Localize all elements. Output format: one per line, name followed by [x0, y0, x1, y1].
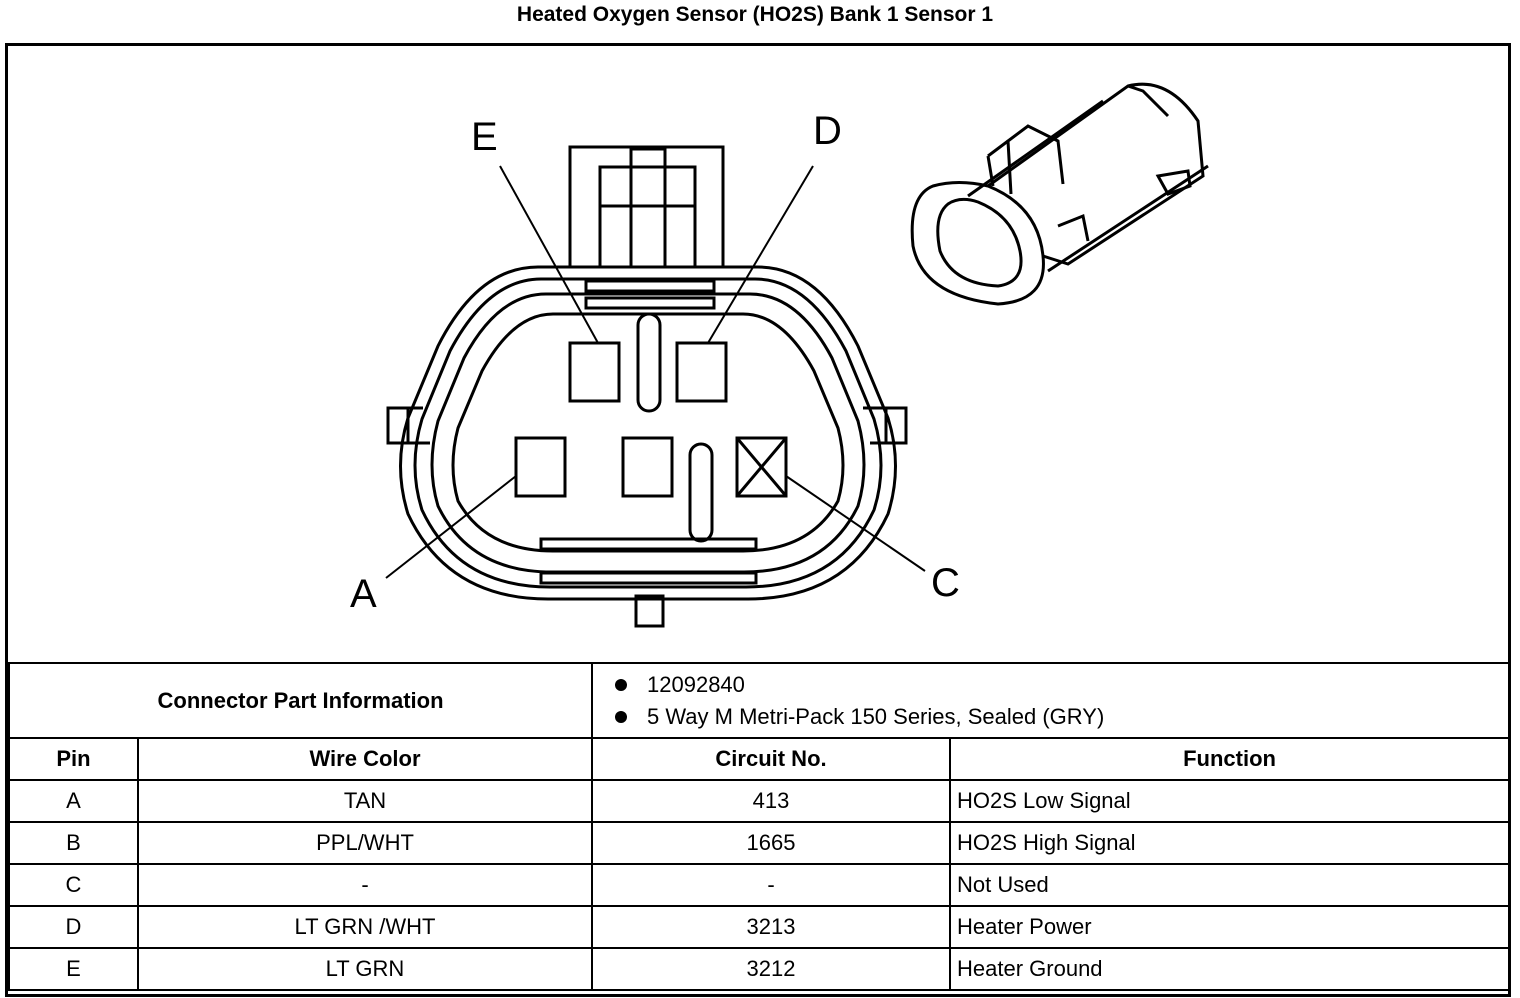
cell-circuit-no: -	[591, 863, 952, 907]
pin-label-a: A	[350, 572, 377, 616]
leader-line-d	[707, 165, 814, 344]
cell-pin: D	[8, 905, 139, 949]
table-row: A TAN 413 HO2S Low Signal	[8, 779, 1511, 823]
cell-function: HO2S High Signal	[949, 821, 1511, 865]
pin-cavity-a	[514, 436, 567, 498]
key-slot-bottom	[688, 442, 714, 543]
cell-function: HO2S Low Signal	[949, 779, 1511, 823]
cell-function: Not Used	[949, 863, 1511, 907]
connector-3d-icon	[910, 82, 1209, 306]
cell-wire-color: LT GRN /WHT	[136, 905, 594, 949]
pin-label-d: D	[813, 109, 842, 153]
cell-circuit-no: 1665	[591, 821, 952, 865]
cell-pin: E	[8, 947, 139, 991]
cell-circuit-no: 413	[591, 779, 952, 823]
housing-outline-outer	[399, 265, 897, 601]
leader-line-c	[785, 475, 926, 572]
table-row: D LT GRN /WHT 3213 Heater Power	[8, 905, 1511, 949]
bottom-rib-2-shape	[539, 571, 758, 585]
diagram-frame: E D A C	[5, 43, 1511, 997]
connector-part-number: 12092840	[647, 671, 745, 697]
table-row: C - - Not Used	[8, 863, 1511, 907]
header-function: Function	[949, 737, 1511, 781]
connector-description: 5 Way M Metri-Pack 150 Series, Sealed (G…	[647, 703, 1105, 729]
housing-outline-2	[413, 277, 883, 589]
table-row: E LT GRN 3212 Heater Ground	[8, 947, 1511, 991]
pin-cavity-d	[675, 341, 728, 403]
key-slot-top	[636, 312, 662, 413]
cell-circuit-no: 3212	[591, 947, 952, 991]
table-header-row: Pin Wire Color Circuit No. Function	[8, 737, 1511, 781]
cell-function: Heater Ground	[949, 947, 1511, 991]
cell-wire-color: -	[136, 863, 594, 907]
connector-diagram: E D A C	[8, 46, 1508, 662]
pin-label-c: C	[931, 561, 960, 605]
pinout-table: Connector Part Information 12092840 5 Wa…	[7, 662, 1511, 991]
cell-pin: B	[8, 821, 139, 865]
connector-face-icon: E D A C	[350, 82, 1209, 628]
pin-cavity-c	[735, 436, 788, 498]
bullet-icon	[615, 710, 628, 723]
header-circuit-no: Circuit No.	[591, 737, 952, 781]
connector-info-label: Connector Part Information	[7, 662, 594, 739]
housing-outline-3	[430, 292, 866, 574]
bullet-icon	[615, 678, 628, 691]
cell-circuit-no: 3213	[591, 905, 952, 949]
latch-inner-shape	[598, 165, 697, 269]
cell-wire-color: PPL/WHT	[136, 821, 594, 865]
pin-cavity-e	[568, 341, 621, 403]
cell-wire-color: LT GRN	[136, 947, 594, 991]
pin-label-e: E	[471, 115, 498, 159]
header-pin: Pin	[8, 737, 139, 781]
connector-info-item: 12092840	[615, 669, 1508, 701]
pin-cavity-b	[621, 436, 674, 498]
housing-outline-inner	[451, 312, 845, 553]
cell-wire-color: TAN	[136, 779, 594, 823]
bottom-rib-shape	[539, 537, 758, 551]
bottom-tab-shape	[634, 594, 665, 628]
table-row: B PPL/WHT 1665 HO2S High Signal	[8, 821, 1511, 865]
leader-line-e	[499, 165, 599, 344]
page-title: Heated Oxygen Sensor (HO2S) Bank 1 Senso…	[516, 3, 994, 26]
top-rib-shape	[584, 279, 716, 293]
top-rib-2-shape	[584, 296, 716, 310]
connector-info-item: 5 Way M Metri-Pack 150 Series, Sealed (G…	[615, 701, 1508, 733]
cell-function: Heater Power	[949, 905, 1511, 949]
cell-pin: A	[8, 779, 139, 823]
connector-info-row: Connector Part Information 12092840 5 Wa…	[7, 662, 1511, 739]
header-wire-color: Wire Color	[136, 737, 594, 781]
leader-line-a	[385, 475, 517, 579]
cell-pin: C	[8, 863, 139, 907]
connector-info-list: 12092840 5 Way M Metri-Pack 150 Series, …	[591, 662, 1511, 739]
